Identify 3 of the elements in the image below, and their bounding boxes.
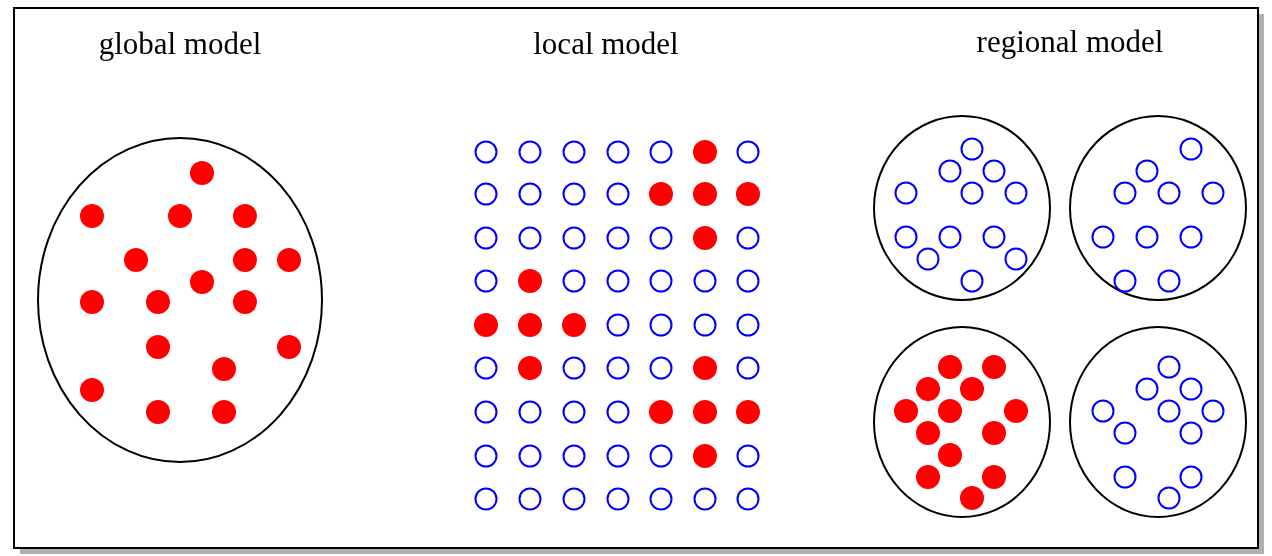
panel-title: local model <box>533 26 679 62</box>
panel-title: global model <box>98 26 262 62</box>
panel-title: regional model <box>976 24 1164 60</box>
